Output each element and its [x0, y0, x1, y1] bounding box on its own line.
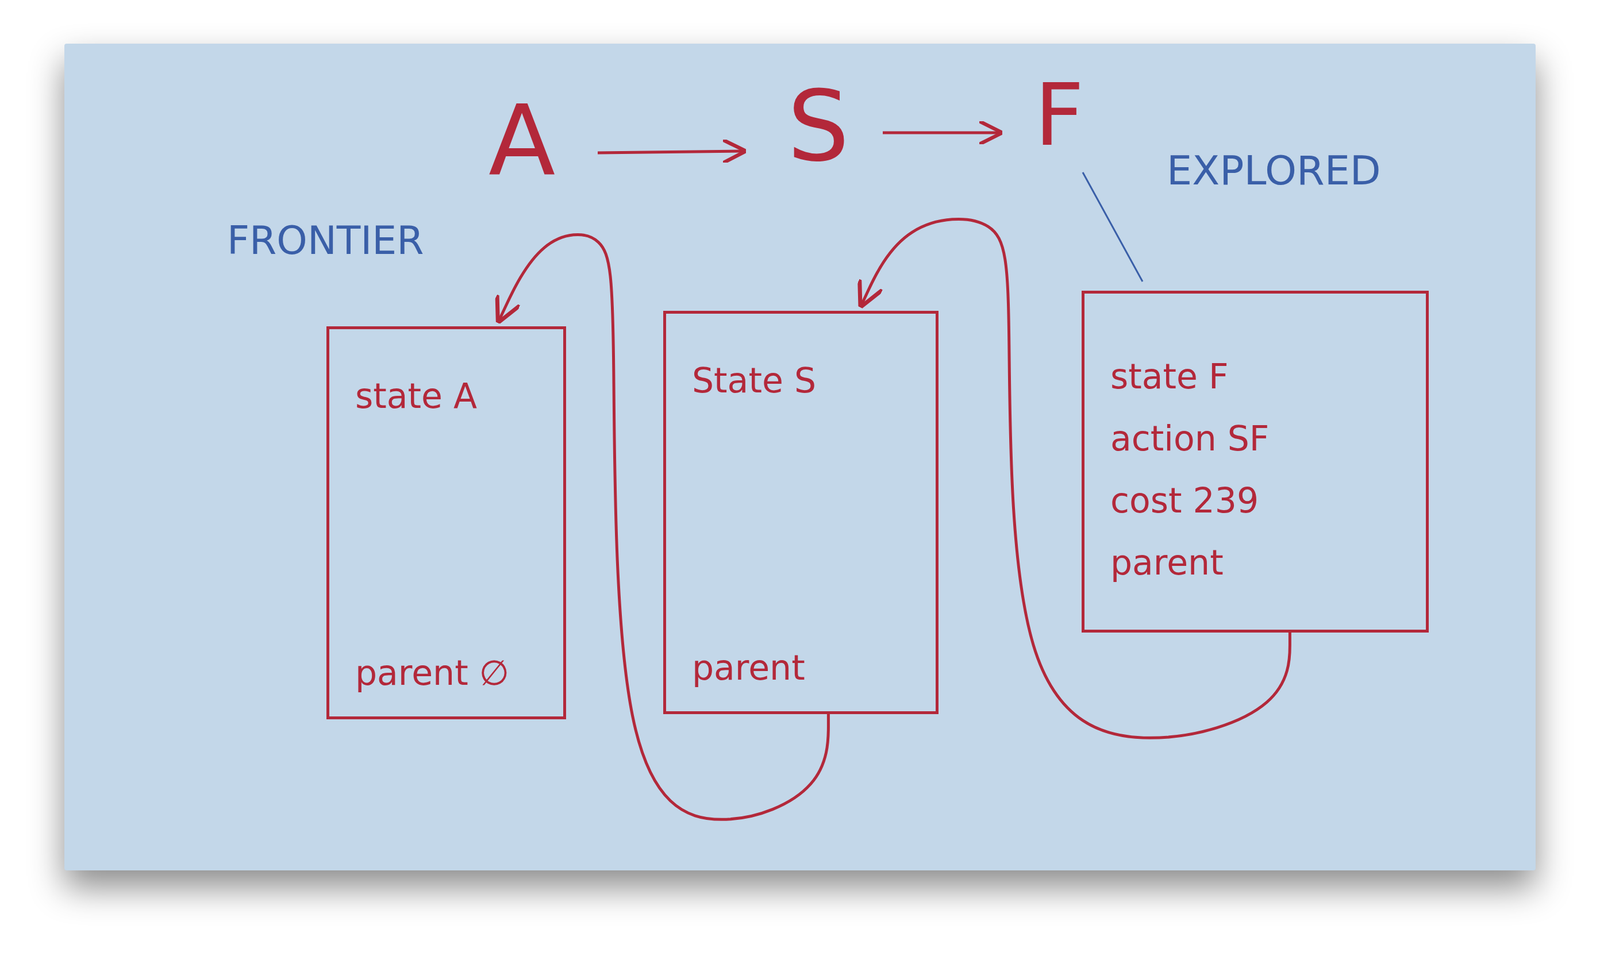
node-text: parent ∅ [355, 652, 541, 694]
node-box: state Faction SFcost 239parent [1081, 290, 1429, 633]
sequence-state: F [1034, 71, 1084, 159]
node-text: action SF [1110, 407, 1403, 470]
node-text: parent [1110, 531, 1403, 594]
node-box: State S parent [663, 310, 939, 715]
sequence-state: S [787, 77, 850, 176]
node-box: state A parent ∅ [326, 326, 567, 720]
frontier-label: FRONTIER [227, 221, 425, 261]
node-text: state F [1110, 345, 1403, 408]
parent-pointer [861, 218, 1291, 738]
node-text: state A [355, 375, 541, 417]
sequence-state: A [488, 91, 556, 190]
sequence-arrow [597, 151, 744, 153]
explored-label: EXPLORED [1166, 150, 1382, 191]
sequence-arrow [882, 131, 1000, 135]
leader-line [1082, 172, 1143, 282]
node-text: parent [691, 647, 913, 689]
node-text: cost 239 [1110, 469, 1403, 532]
node-text: State S [691, 359, 913, 402]
